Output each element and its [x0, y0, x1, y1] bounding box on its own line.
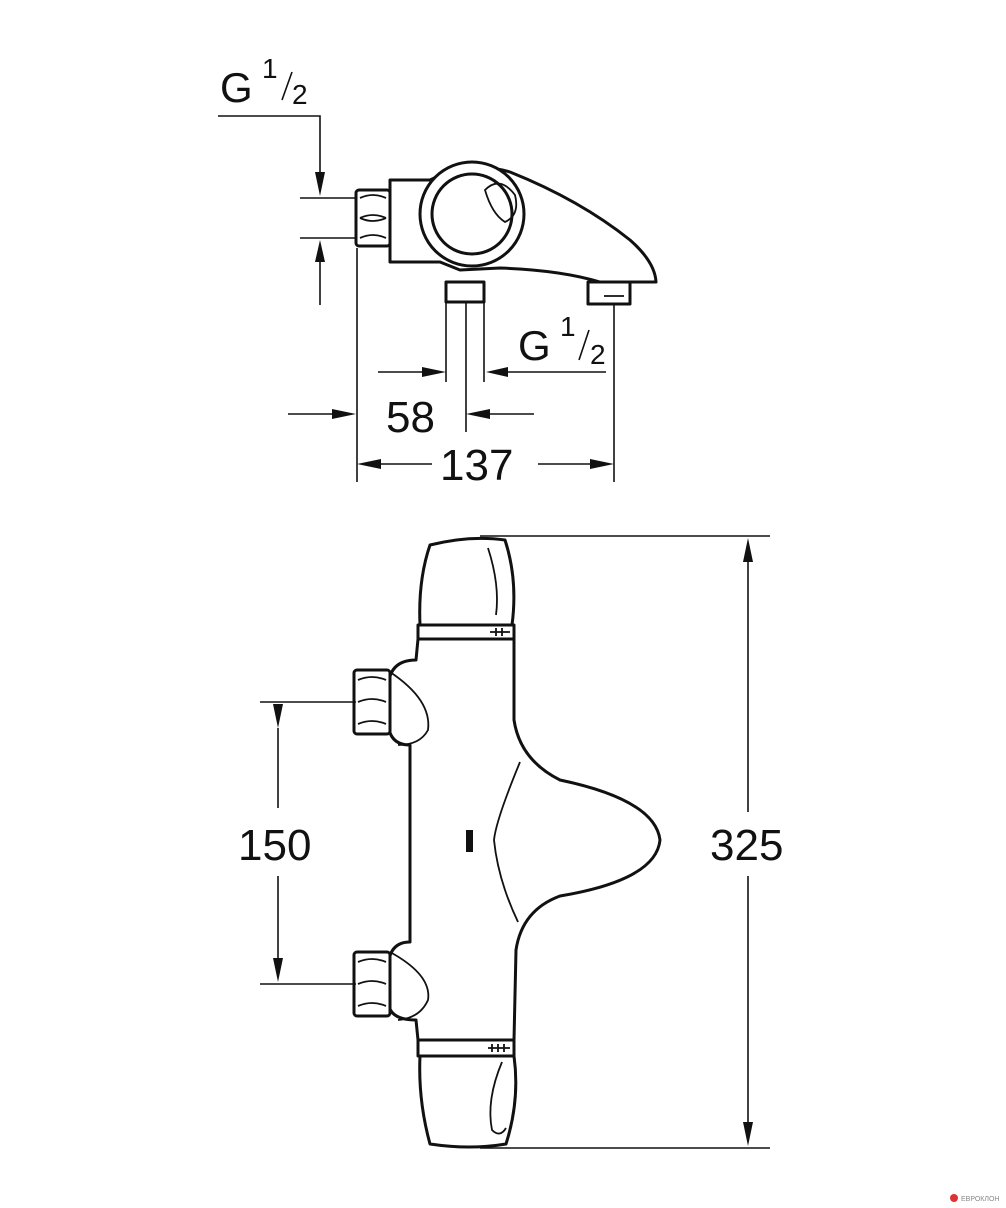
- watermark-text: ЕВРОКЛОН: [961, 1196, 999, 1203]
- arrowhead: [743, 538, 753, 562]
- dim-height-label: 325: [710, 821, 783, 870]
- top-cap: [418, 536, 516, 627]
- arrowhead: [590, 459, 614, 469]
- handle-ring-inner: [430, 172, 514, 256]
- inlet-nut: [354, 188, 392, 248]
- arrowhead: [273, 958, 283, 982]
- inlet-thread-letter: G: [220, 64, 253, 111]
- outlet-thread-letter: G: [518, 322, 551, 369]
- spout-outlet: [586, 280, 632, 306]
- arrowhead: [273, 704, 283, 728]
- handle-notch: [483, 182, 518, 224]
- top-view: G 1 2 G: [218, 53, 658, 490]
- arrowhead: [743, 1122, 753, 1146]
- upper-inlet-nut: [352, 668, 392, 736]
- inlet-curve-bottom: [389, 951, 430, 1021]
- fraction-slash: [578, 329, 590, 361]
- arrowhead: [315, 240, 325, 262]
- inlet-thread-denominator: 2: [292, 79, 308, 110]
- arrowhead: [357, 459, 381, 469]
- indicator-mark: [466, 830, 473, 852]
- front-view: 150 325: [238, 535, 783, 1149]
- arrowhead: [332, 409, 356, 419]
- outlet-thread-label: G 1 2: [518, 311, 606, 370]
- lower-inlet-nut: [352, 950, 392, 1018]
- inlet-leader-line: [218, 115, 321, 172]
- bottom-outlet: [444, 280, 486, 304]
- inlet-thread-label: G 1 2: [220, 53, 308, 111]
- arrowhead: [422, 367, 446, 377]
- dim-outlet-offset-label: 58: [386, 393, 435, 442]
- arrowhead: [315, 172, 325, 196]
- dim-inlet-spacing-label: 150: [238, 821, 311, 870]
- inlet-thread-numerator: 1: [262, 53, 278, 84]
- arrowhead: [486, 367, 508, 377]
- arrowhead: [466, 409, 490, 419]
- watermark: ЕВРОКЛОН: [950, 1194, 999, 1203]
- outlet-thread-denominator: 2: [590, 339, 606, 370]
- inlet-curve-top: [389, 671, 430, 746]
- mixer-body-front: [386, 637, 662, 1042]
- outlet-thread-numerator: 1: [560, 311, 576, 342]
- fraction-slash: [281, 71, 293, 101]
- dim-depth-label: 137: [440, 441, 513, 490]
- body-crease: [493, 761, 521, 923]
